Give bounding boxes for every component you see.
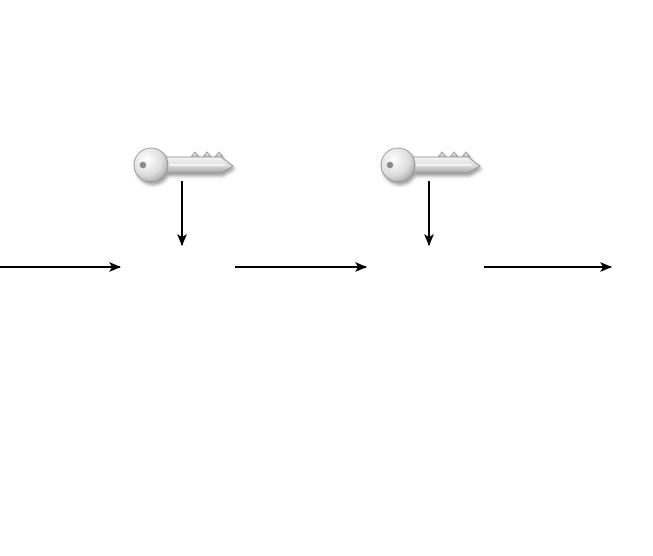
key-icon bbox=[133, 147, 234, 183]
key-icon bbox=[380, 147, 481, 183]
